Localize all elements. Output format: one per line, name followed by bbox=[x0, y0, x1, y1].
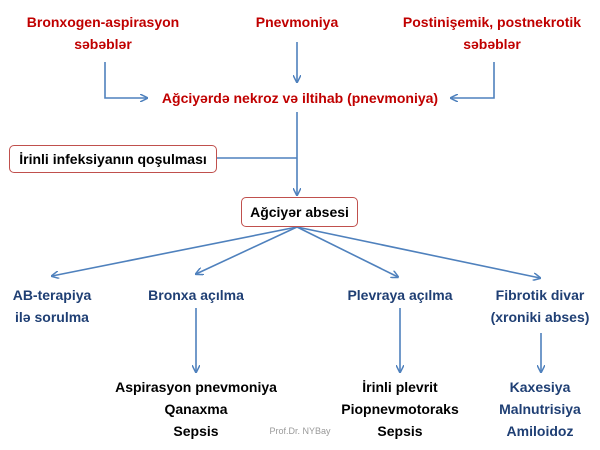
arrow-outcome-2 bbox=[196, 226, 298, 274]
cause-line: Bronxogen-aspirasyon bbox=[26, 14, 180, 30]
watermark: Prof.Dr. NYBay bbox=[269, 426, 331, 436]
arrow-outcome-1 bbox=[52, 226, 298, 276]
arrow-outcome-4 bbox=[296, 226, 540, 278]
outcome-line: AB-terapiya bbox=[12, 287, 92, 303]
consequence-item: Amiloidoz bbox=[506, 423, 574, 439]
consequence-item: Sepsis bbox=[173, 423, 219, 439]
cause-line: səbəblər bbox=[74, 36, 132, 52]
cause-pneumonia: Pnevmoniya bbox=[255, 14, 339, 30]
arrow-outcome-3 bbox=[296, 226, 398, 277]
consequence-item: Kaxesiya bbox=[509, 379, 571, 395]
side-factor-box: İrinli infeksiyanın qoşulması bbox=[9, 145, 217, 173]
outcome-line: Fibrotik divar bbox=[495, 287, 585, 303]
outcome-resolution: AB-terapiya ilə sorulma bbox=[13, 284, 92, 328]
outcome-line: (xroniki abses) bbox=[490, 309, 590, 325]
consequence-item: Aspirasyon pnevmoniya bbox=[115, 379, 277, 395]
consequences-pleura: İrinli plevrit Piopnevmotoraks Sepsis bbox=[341, 376, 458, 442]
consequence-item: İrinli plevrit bbox=[362, 379, 438, 395]
cause-line: səbəblər bbox=[463, 36, 521, 52]
cause-postischemic: Postinişemik, postnekrotik səbəblər bbox=[403, 11, 581, 55]
main-node-box: Ağciyər absesi bbox=[241, 197, 358, 227]
consequences-bronchus: Aspirasyon pnevmoniya Qanaxma Sepsis bbox=[115, 376, 277, 442]
cause-bronchogenic: Bronxogen-aspirasyon səbəblər bbox=[27, 11, 179, 55]
outcome-line: ilə sorulma bbox=[15, 309, 89, 325]
consequence-item: Piopnevmotoraks bbox=[341, 401, 459, 417]
outcome-bronchus: Bronxa açılma bbox=[148, 287, 244, 303]
cause-line: Postinişemik, postnekrotik bbox=[402, 14, 582, 30]
arrow-right-cause bbox=[451, 62, 495, 98]
consequence-item: Malnutrisiya bbox=[499, 401, 581, 417]
arrow-left-cause bbox=[104, 62, 147, 98]
consequence-item: Sepsis bbox=[377, 423, 423, 439]
consequences-fibrotic: Kaxesiya Malnutrisiya Amiloidoz bbox=[499, 376, 581, 442]
consequence-item: Qanaxma bbox=[164, 401, 228, 417]
outcome-fibrotic: Fibrotik divar (xroniki abses) bbox=[491, 284, 590, 328]
outcome-pleura: Plevraya açılma bbox=[347, 287, 453, 303]
central-process: Ağciyərdə nekroz və iltihab (pnevmoniya) bbox=[161, 90, 439, 106]
